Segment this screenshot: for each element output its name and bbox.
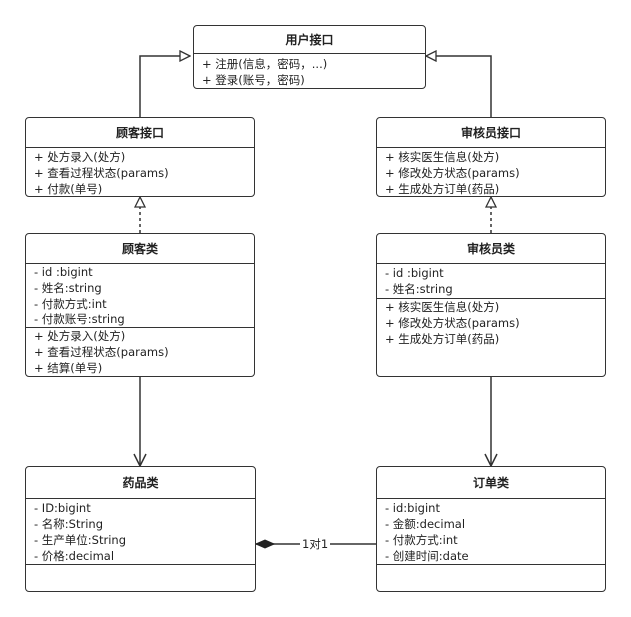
operation-row: + 生成处方订单(药品)	[385, 332, 500, 346]
customer-class-attributes: - id :bigint - 姓名:string - 付款方式:int - 付款…	[26, 264, 254, 327]
attribute-row: - 创建时间:date	[385, 549, 469, 563]
customer-class-title: 顾客类	[26, 234, 254, 264]
attribute-row: - 付款账号:string	[34, 312, 125, 326]
customer-interface-operations: + 处方录入(处方) + 查看过程状态(params) + 付款(单号)	[26, 148, 254, 196]
relation-label-medicine-order: 1对1	[300, 537, 331, 551]
order-class-box: 订单类 - id:bigint - 金额:decimal - 付款方式:int …	[376, 466, 606, 592]
reviewer-class-box: 审核员类 - id :bigint - 姓名:string + 核实医生信息(处…	[376, 233, 606, 377]
operation-row: + 修改处方状态(params)	[385, 166, 520, 180]
operation-row: + 核实医生信息(处方)	[385, 150, 500, 164]
generalization-customer-to-user	[139, 56, 190, 117]
medicine-class-title: 药品类	[26, 467, 255, 499]
user-interface-box: 用户接口 + 注册(信息，密码，...) + 登录(账号，密码)	[193, 25, 426, 89]
attribute-row: - 金额:decimal	[385, 517, 466, 531]
operation-row: + 核实医生信息(处方)	[385, 300, 500, 314]
operation-row: + 查看过程状态(params)	[34, 345, 169, 359]
attribute-row: - 名称:String	[34, 517, 103, 531]
reviewer-class-operations: + 核实医生信息(处方) + 修改处方状态(params) + 生成处方订单(药…	[377, 298, 605, 347]
operation-row: + 登录(账号，密码)	[202, 73, 305, 87]
medicine-class-attributes: - ID:bigint - 名称:String - 生产单位:String - …	[26, 499, 255, 564]
attribute-row: - 姓名:string	[385, 282, 453, 296]
operation-row: + 查看过程状态(params)	[34, 166, 169, 180]
medicine-class-box: 药品类 - ID:bigint - 名称:String - 生产单位:Strin…	[25, 466, 256, 592]
reviewer-interface-operations: + 核实医生信息(处方) + 修改处方状态(params) + 生成处方订单(药…	[377, 148, 605, 196]
reviewer-interface-box: 审核员接口 + 核实医生信息(处方) + 修改处方状态(params) + 生成…	[376, 117, 606, 197]
attribute-row: - ID:bigint	[34, 501, 91, 515]
medicine-class-operations	[26, 564, 255, 590]
attribute-row: - 付款方式:int	[34, 297, 107, 311]
operation-row: + 修改处方状态(params)	[385, 316, 520, 330]
order-class-attributes: - id:bigint - 金额:decimal - 付款方式:int - 创建…	[377, 499, 605, 564]
user-interface-title: 用户接口	[194, 26, 425, 54]
order-class-operations	[377, 564, 605, 590]
attribute-row: - 价格:decimal	[34, 549, 115, 563]
operation-row: + 付款(单号)	[34, 182, 103, 196]
attribute-row: - 生产单位:String	[34, 533, 126, 547]
customer-class-operations: + 处方录入(处方) + 查看过程状态(params) + 结算(单号)	[26, 327, 254, 376]
customer-interface-title: 顾客接口	[26, 118, 254, 148]
generalization-reviewer-to-user	[426, 56, 492, 117]
reviewer-class-title: 审核员类	[377, 234, 605, 264]
attribute-row: - 付款方式:int	[385, 533, 458, 547]
order-class-title: 订单类	[377, 467, 605, 499]
attribute-row: - id :bigint	[385, 266, 444, 280]
customer-interface-box: 顾客接口 + 处方录入(处方) + 查看过程状态(params) + 付款(单号…	[25, 117, 255, 197]
attribute-row: - id :bigint	[34, 265, 93, 279]
operation-row: + 处方录入(处方)	[34, 150, 126, 164]
operation-row: + 处方录入(处方)	[34, 329, 126, 343]
user-interface-operations: + 注册(信息，密码，...) + 登录(账号，密码)	[194, 54, 425, 88]
reviewer-interface-title: 审核员接口	[377, 118, 605, 148]
attribute-row: - id:bigint	[385, 501, 440, 515]
attribute-row: - 姓名:string	[34, 281, 102, 295]
operation-row: + 注册(信息，密码，...)	[202, 57, 328, 71]
operation-row: + 生成处方订单(药品)	[385, 182, 500, 196]
operation-row: + 结算(单号)	[34, 361, 103, 375]
reviewer-class-attributes: - id :bigint - 姓名:string	[377, 264, 605, 298]
customer-class-box: 顾客类 - id :bigint - 姓名:string - 付款方式:int …	[25, 233, 255, 377]
